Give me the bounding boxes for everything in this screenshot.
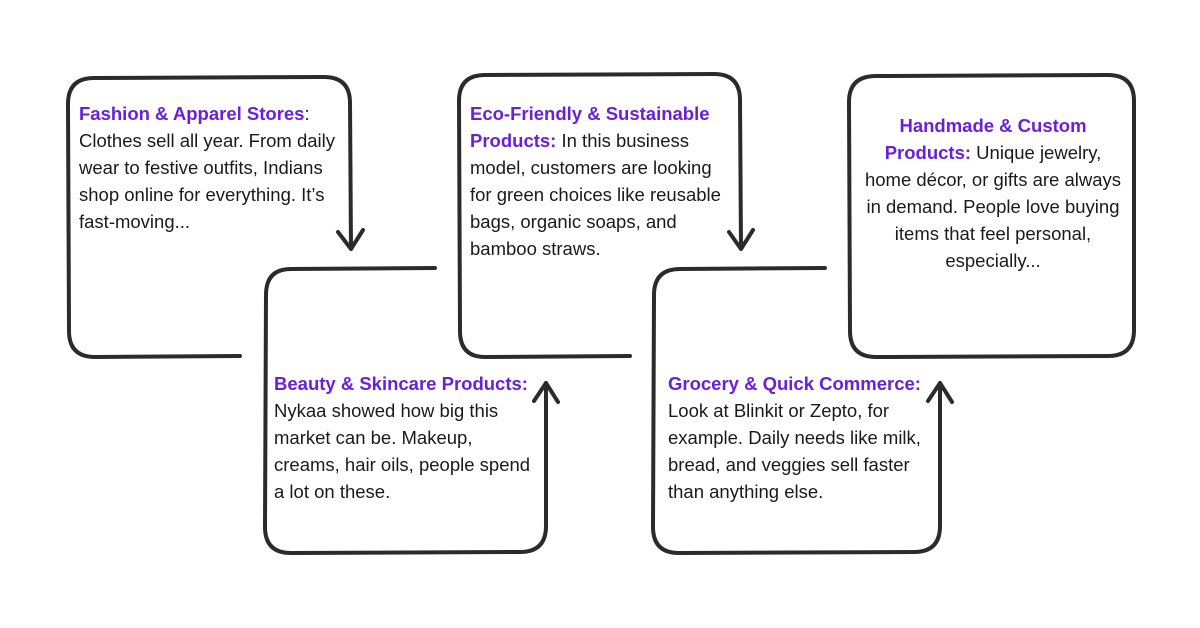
card-beauty-body: Nykaa showed how big this market can be.… [274, 400, 531, 502]
card-eco: Eco-Friendly & Sustainable Products: In … [470, 100, 728, 262]
card-4-arrowhead [926, 381, 954, 404]
card-3-outline [457, 72, 743, 359]
card-beauty: Beauty & Skincare Products: Nykaa showed… [274, 370, 536, 505]
card-grocery-body: Look at Blinkit or Zepto, for example. D… [668, 400, 921, 502]
card-fashion-body: Clothes sell all year. From daily wear t… [79, 130, 336, 232]
card-eco-title: Eco-Friendly & Sustainable Products: [470, 103, 710, 151]
card-handmade-body: Unique jewelry, home décor, or gifts are… [864, 142, 1122, 271]
card-beauty-title: Beauty & Skincare Products: [274, 373, 528, 394]
card-fashion-separator: : [304, 103, 310, 124]
card-eco-body: In this business model, customers are lo… [470, 130, 721, 259]
card-handmade-title: Handmade & Custom Products: [884, 115, 1087, 163]
card-grocery: Grocery & Quick Commerce: Look at Blinki… [668, 370, 930, 505]
card-2-arrowhead [532, 381, 560, 404]
card-3-arrowhead [727, 228, 755, 251]
card-1-arrowhead [336, 228, 365, 251]
card-2-outline [263, 266, 548, 555]
card-5-outline [847, 73, 1136, 359]
card-grocery-title: Grocery & Quick Commerce: [668, 373, 921, 394]
card-handmade: Handmade & Custom Products: Unique jewel… [862, 112, 1124, 274]
card-1-outline [66, 75, 353, 359]
card-fashion-title: Fashion & Apparel Stores [79, 103, 305, 124]
card-4-outline [651, 266, 942, 555]
card-fashion: Fashion & Apparel Stores: Clothes sell a… [79, 100, 341, 235]
